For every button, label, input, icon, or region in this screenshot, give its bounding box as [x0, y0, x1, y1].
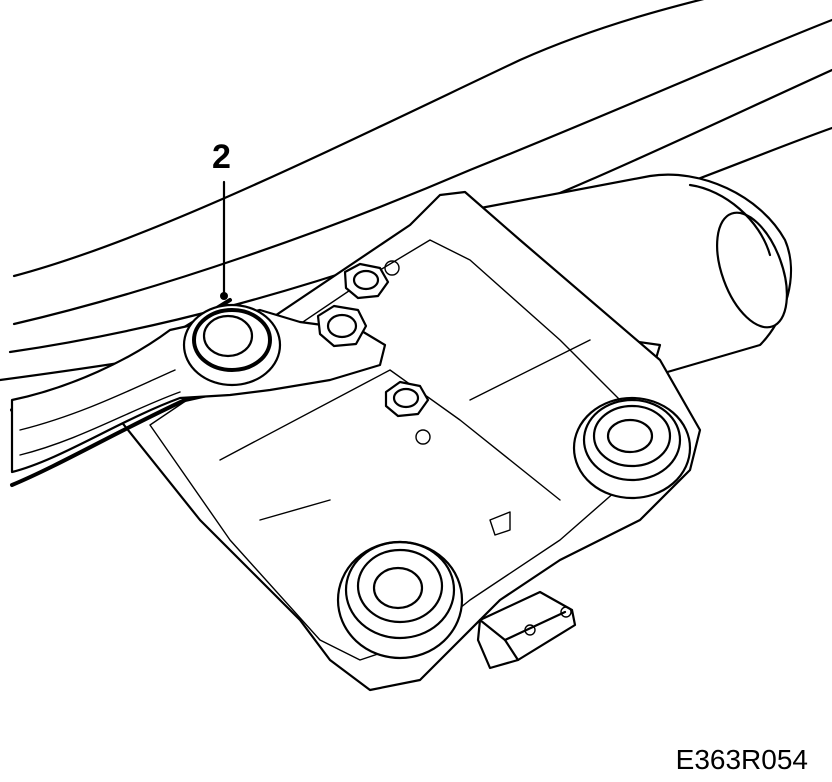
rubber-mount-right — [572, 396, 692, 500]
callout-number: 2 — [212, 138, 231, 176]
linkage-pivot-bushing — [182, 303, 282, 387]
mounting-bolt-2 — [316, 304, 368, 348]
wiper-linkage-arm — [10, 298, 387, 487]
callout-leader — [220, 180, 228, 300]
electrical-connector — [476, 590, 577, 670]
rubber-mount-lower — [336, 540, 464, 660]
figure-code: E363R054 — [675, 744, 808, 775]
mounting-bolt-1 — [343, 262, 390, 300]
mounting-bolt-3 — [384, 380, 430, 418]
